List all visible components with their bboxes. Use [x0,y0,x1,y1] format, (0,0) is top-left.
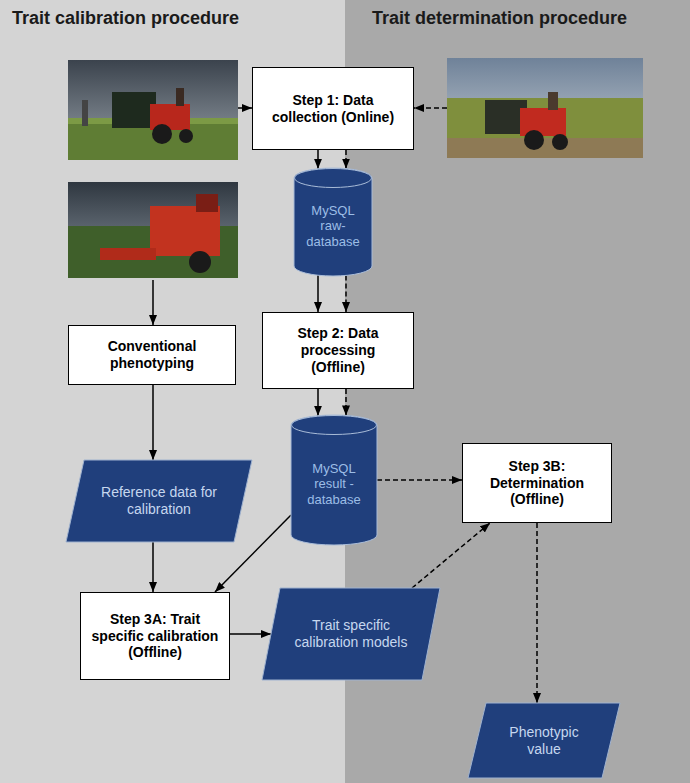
data-parallelogram: Phenotypic value [468,703,620,778]
node-text: Trait specific calibration models [286,617,416,651]
flow-arrow [412,523,490,588]
node-text: MySQL raw- database [302,203,364,250]
flow-arrow [536,523,538,703]
node-text: Phenotypic value [492,724,596,758]
process-box: Step 2: Data processing (Offline) [262,312,414,389]
process-box: Step 1: Data collection (Online) [252,67,414,150]
database-cylinder: MySQL result - database [291,415,377,545]
flow-arrow [317,275,319,312]
process-box: Step 3B: Determination (Offline) [462,443,612,523]
data-parallelogram: Reference data for calibration [66,460,252,542]
flow-arrow [345,150,347,169]
database-cylinder: MySQL raw- database [294,168,372,276]
node-text: Reference data for calibration [90,484,228,518]
panel-heading: Trait calibration procedure [12,8,239,29]
flow-arrow [377,479,462,481]
harvester-photo [68,182,238,278]
panel-heading: Trait determination procedure [372,8,627,29]
phenotyping-platform-photo [68,60,238,160]
node-text: Step 3A: Trait specific calibration (Off… [91,611,219,661]
photo-arrow [152,280,154,325]
flow-arrow [345,389,347,415]
data-parallelogram: Trait specific calibration models [262,588,440,680]
flow-arrow [230,633,271,635]
photo-arrow [414,107,447,109]
flow-arrow [152,542,154,592]
node-text: Step 2: Data processing (Offline) [273,325,403,375]
flow-arrow [317,389,319,416]
photo-arrow [238,107,252,109]
node-text: Step 1: Data collection (Online) [263,92,403,126]
node-text: Step 3B: Determination (Offline) [473,458,601,508]
flow-arrow [317,150,319,169]
flow-arrow [345,275,347,312]
node-text: Conventional phenotyping [79,338,225,372]
process-box: Step 3A: Trait specific calibration (Off… [80,592,230,680]
flow-arrow [152,385,154,460]
phenotyping-platform-photo [447,58,643,158]
process-box: Conventional phenotyping [68,325,236,385]
node-text: MySQL result - database [299,461,369,508]
